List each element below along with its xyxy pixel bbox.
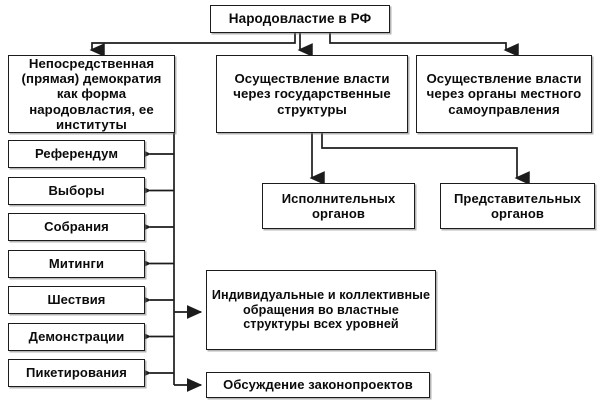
node-executive-bodies-label: Исполнительных органов [281, 190, 396, 221]
node-root-label: Народовластие в РФ [228, 11, 372, 27]
node-root[interactable]: Народовластие в РФ [210, 5, 390, 33]
node-pickets[interactable]: Пикетирования [8, 359, 145, 387]
node-pickets-label: Пикетирования [26, 365, 127, 381]
node-executive-bodies[interactable]: Исполнительных органов [262, 183, 415, 229]
node-processions-label: Шествия [47, 292, 106, 308]
node-bill-discussion[interactable]: Обсуждение законопроектов [206, 372, 430, 398]
node-demonstrations[interactable]: Демонстрации [8, 322, 145, 351]
edge-state-to-repr [321, 133, 530, 185]
node-rallies-label: Митинги [48, 255, 105, 271]
node-assemblies[interactable]: Собрания [8, 213, 145, 241]
node-assemblies-label: Собрания [44, 219, 109, 235]
node-processions[interactable]: Шествия [8, 286, 145, 314]
node-state-structures-label: Осуществление власти через государственн… [233, 71, 391, 117]
node-local-self-government[interactable]: Осуществление власти через органы местно… [416, 55, 592, 133]
node-bill-discussion-label: Обсуждение законопроектов [223, 377, 413, 393]
node-representative-bodies-label: Представительных органов [453, 190, 582, 221]
node-direct-democracy[interactable]: Непосредственная (прямая) демократия как… [8, 55, 175, 133]
node-local-self-government-label: Осуществление власти через органы местно… [426, 71, 582, 117]
node-rallies[interactable]: Митинги [8, 249, 145, 278]
node-citizen-appeals-label: Индивидуальные и коллективные обращения … [211, 288, 431, 332]
node-referendum[interactable]: Референдум [8, 140, 145, 168]
edge-root-to-direct [89, 33, 296, 57]
node-elections-label: Выборы [48, 182, 105, 198]
node-state-structures[interactable]: Осуществление власти через государственн… [216, 55, 408, 133]
node-direct-democracy-label: Непосредственная (прямая) демократия как… [21, 55, 162, 132]
node-representative-bodies[interactable]: Представительных органов [440, 183, 595, 229]
node-referendum-label: Референдум [34, 146, 119, 162]
node-elections[interactable]: Выборы [8, 176, 145, 205]
node-demonstrations-label: Демонстрации [28, 328, 125, 344]
edge-root-to-local [329, 33, 519, 57]
node-citizen-appeals[interactable]: Индивидуальные и коллективные обращения … [206, 270, 436, 350]
